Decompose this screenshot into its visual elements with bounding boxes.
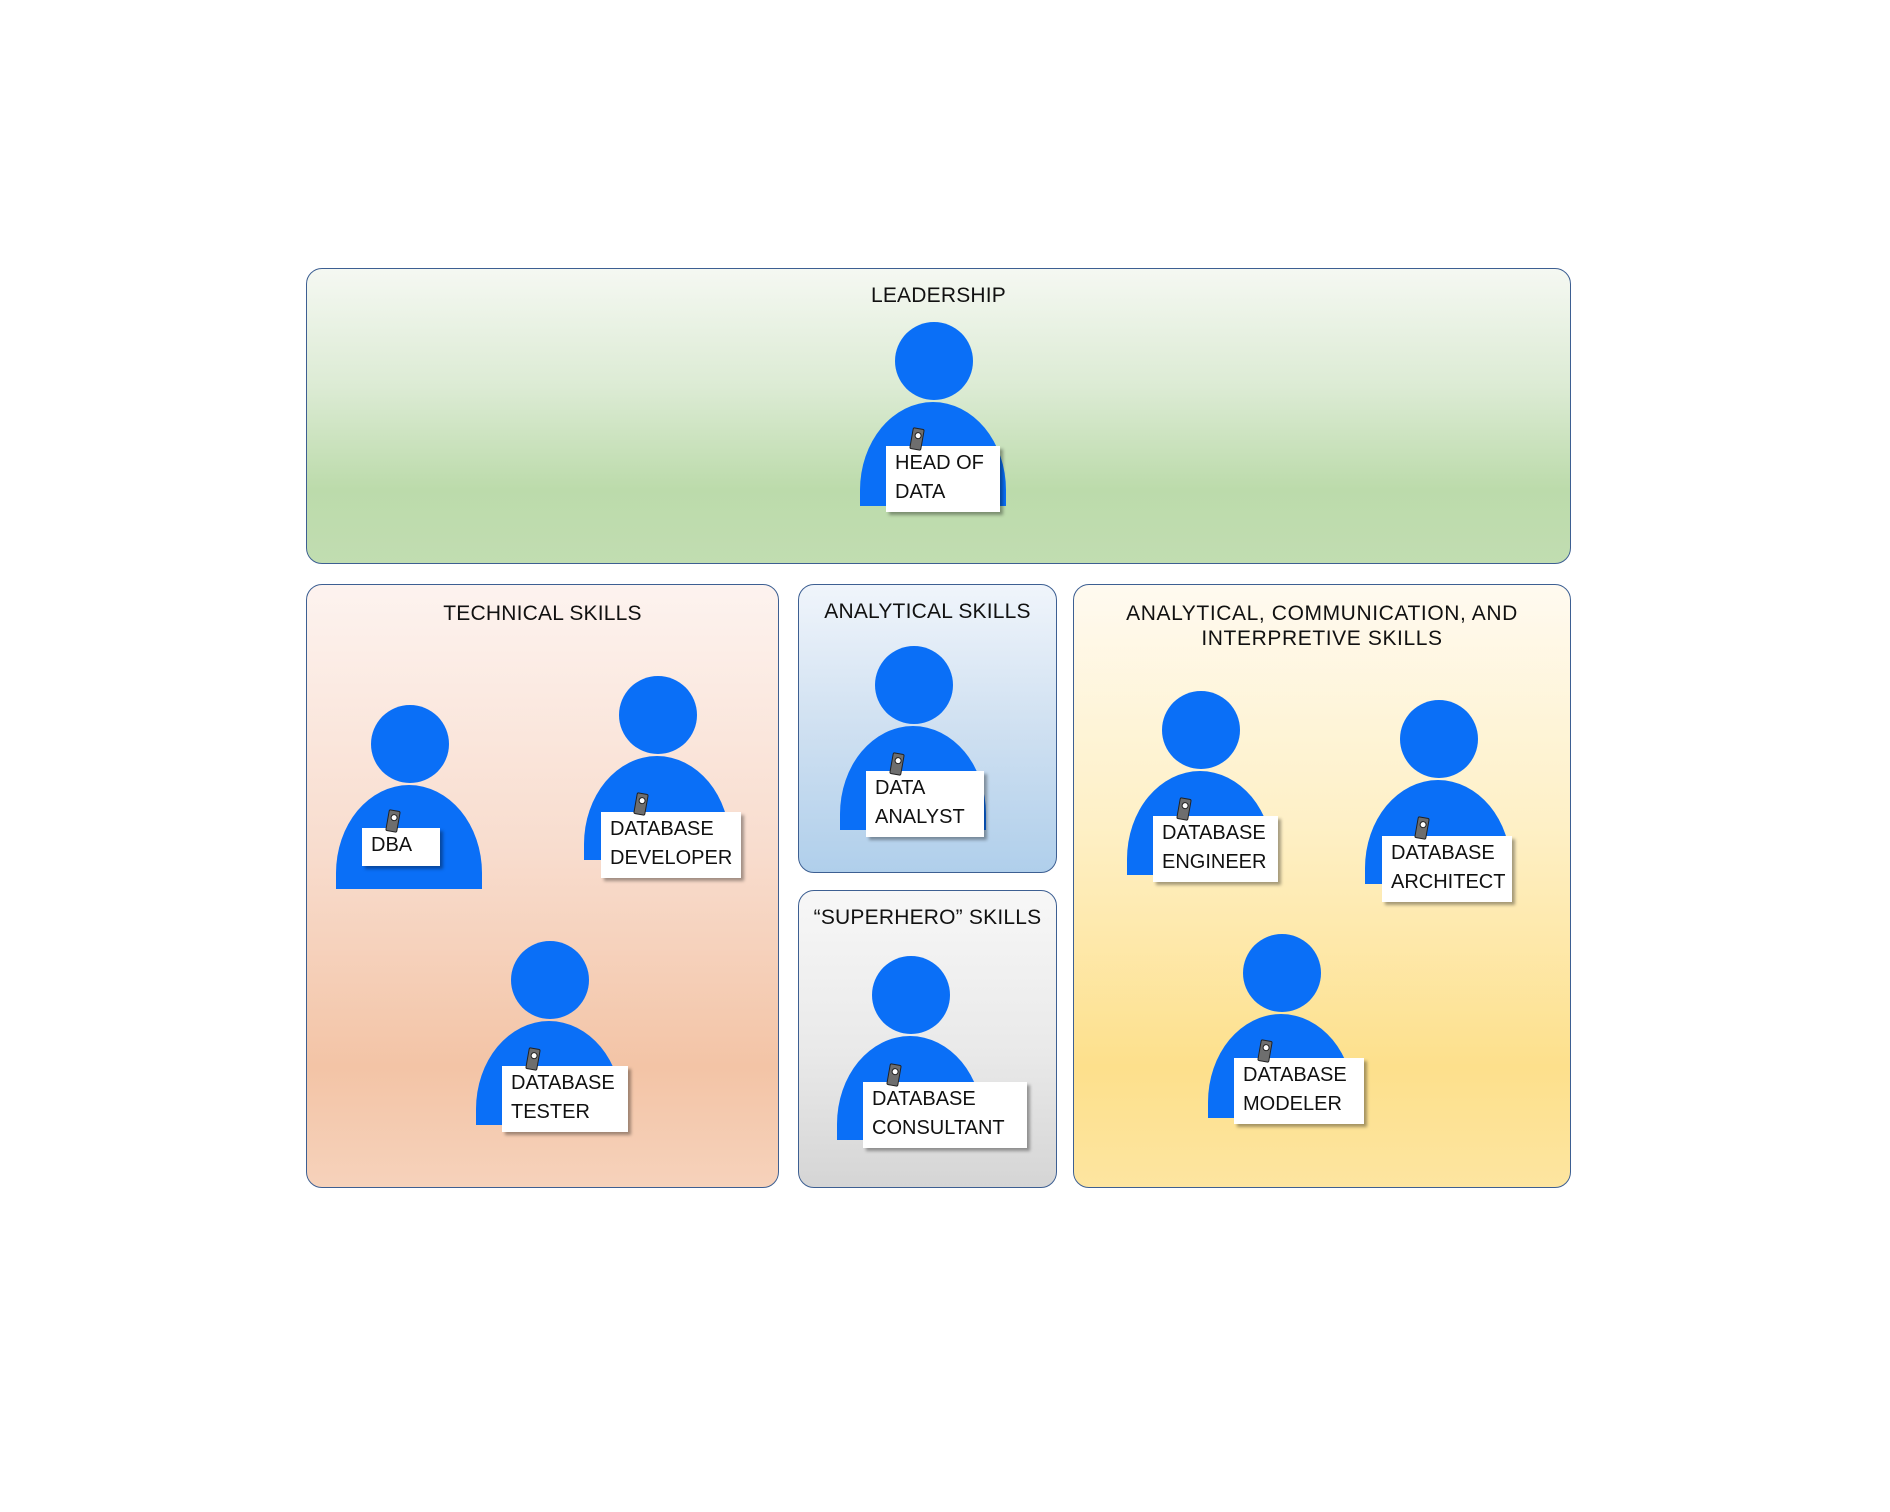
badge-database-engineer: DATABASE ENGINEER [1153,816,1278,882]
superhero-skills-title: “SUPERHERO” SKILLS [813,906,1042,929]
badge-database-consultant: DATABASE CONSULTANT [863,1082,1027,1148]
analytical-skills-title: ANALYTICAL SKILLS [824,600,1031,623]
person-head-icon [371,705,449,783]
person-head-icon [1243,934,1321,1012]
person-head-icon [619,676,697,754]
communication-skills-title-line1: ANALYTICAL, COMMUNICATION, AND [1126,602,1518,625]
technical-skills-title: TECHNICAL SKILLS [443,602,642,625]
person-head-icon [875,646,953,724]
leadership-title: LEADERSHIP [870,284,1007,307]
badge-head-of-data: HEAD OF DATA [886,446,1000,512]
badge-database-architect: DATABASE ARCHITECT [1382,836,1512,902]
person-head-icon [1400,700,1478,778]
person-head-icon [511,941,589,1019]
badge-database-developer: DATABASE DEVELOPER [601,812,741,878]
badge-database-tester: DATABASE TESTER [502,1066,628,1132]
badge-dba: DBA [362,828,440,866]
person-head-icon [1162,691,1240,769]
badge-data-analyst: DATA ANALYST [866,771,984,837]
communication-skills-title-line2: INTERPRETIVE SKILLS [1201,627,1443,650]
person-head-icon [872,956,950,1034]
badge-database-modeler: DATABASE MODELER [1234,1058,1364,1124]
person-head-icon [895,322,973,400]
